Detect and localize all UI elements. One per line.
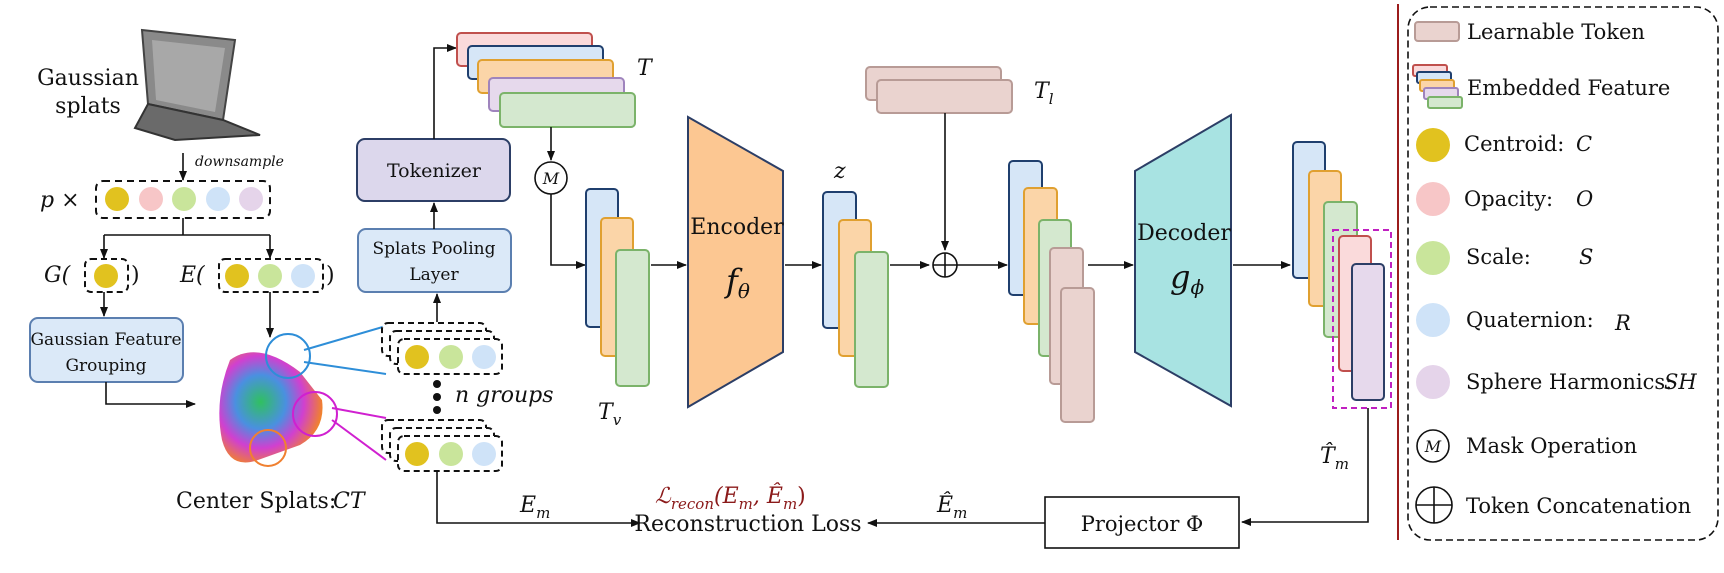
group-link-mag-1 [331, 407, 387, 419]
legend-scale-label: Scale: [1466, 245, 1531, 269]
split-connector [104, 218, 270, 236]
decoder-fn: gϕ [1170, 258, 1204, 299]
e-label: E( [179, 263, 205, 288]
Tl-token-stack [865, 66, 1013, 114]
projector-box [1044, 496, 1240, 549]
tokenizer-to-T-arrow [433, 44, 457, 139]
group-link-mag-2 [331, 419, 387, 461]
mask-to-Tv-arrow [550, 194, 586, 269]
legend-centroid-dot [1416, 128, 1450, 162]
feature-row-box [95, 180, 271, 219]
centroid-dot [105, 187, 129, 211]
e-centroid-dot [225, 264, 249, 288]
legend-quaternion-dot [1416, 303, 1450, 337]
g-centroid-dot [94, 264, 118, 288]
Tl-label: Tl [1034, 79, 1054, 108]
legend-embedded-label: Embedded Feature [1467, 76, 1670, 100]
g-box [84, 258, 129, 293]
legend-box [1407, 6, 1719, 541]
group-link-blue-1 [303, 325, 387, 351]
opacity-dot [139, 187, 163, 211]
gaussian-title-line1: Gaussian [37, 66, 139, 91]
legend-embedded-swatch [1412, 64, 1463, 109]
decoder-block [1134, 113, 1232, 408]
pooling-line2: Layer [409, 265, 459, 285]
sh-dot [239, 187, 263, 211]
concat-token-stack [1008, 160, 1095, 423]
loss-label: Reconstruction Loss [634, 512, 861, 537]
Tv-token-stack [585, 188, 650, 387]
masked-output-highlight [1332, 229, 1392, 409]
p-times-label: p × [40, 188, 80, 213]
center-splats-label: Center Splats: [176, 489, 336, 514]
grouping-line2: Grouping [65, 356, 146, 376]
T-token-stack [456, 32, 636, 128]
legend-scale-dot [1416, 241, 1450, 275]
legend-sh-dot [1416, 365, 1450, 399]
grouping-to-cloud-arrow [105, 382, 196, 408]
e-close-paren: ) [326, 263, 335, 288]
legend-quaternion-label: Quaternion: [1466, 308, 1594, 332]
n-groups-dots [433, 380, 441, 414]
z-token-stack [822, 191, 889, 388]
center-splats-cloud [219, 333, 338, 467]
gaussian-title-line2: splats [55, 94, 121, 119]
legend-opacity-dot [1416, 182, 1450, 216]
g-label: G( [44, 263, 71, 288]
grouping-line1: Gaussian Feature [30, 330, 181, 350]
legend-scale-sym: S [1579, 245, 1593, 269]
mask-symbol: M [542, 169, 560, 188]
downsample-label: downsample [195, 154, 284, 170]
T-label: T [637, 56, 654, 81]
n-groups-label: n groups [455, 383, 554, 408]
e-box [218, 258, 324, 293]
legend-concat-label: Token Concatenation [1466, 494, 1691, 518]
gaussian-splats-image [133, 28, 261, 142]
projector-label: Projector Φ [1081, 512, 1204, 536]
Em-to-loss-arrow [436, 471, 641, 527]
group-stack-bottom [381, 419, 503, 472]
legend-learnable-swatch [1414, 21, 1460, 42]
scale-dot [172, 187, 196, 211]
g-close-paren: ) [131, 263, 140, 288]
decoder-label: Decoder [1137, 221, 1231, 246]
legend-mask-label: Mask Operation [1466, 434, 1637, 458]
z-label: z [833, 159, 846, 184]
legend-mask-icon [1416, 429, 1450, 463]
Em-hat-label: Êm [936, 491, 967, 522]
quaternion-dot [206, 187, 230, 211]
encoder-label: Encoder [690, 215, 784, 240]
e-scale-dot [258, 264, 282, 288]
loss-formula: ℒrecon(Em, Êm) [655, 482, 806, 513]
pooling-line1: Splats Pooling [373, 239, 496, 259]
tokenizer-label: Tokenizer [387, 160, 482, 182]
legend-opacity-sym: O [1576, 187, 1593, 211]
legend-centroid-sym: C [1576, 132, 1592, 156]
legend-concat-icon [1415, 486, 1453, 524]
group-link-blue-2 [303, 361, 387, 375]
legend-mask-symbol: M [1424, 437, 1442, 456]
token-concat-icon [932, 252, 958, 278]
legend-centroid-label: Centroid: [1464, 132, 1564, 156]
Tv-label: Tv [598, 400, 622, 429]
legend-opacity-label: Opacity: [1464, 187, 1553, 211]
legend-sh-sym: SH [1664, 370, 1697, 394]
legend-sh-label: Sphere Harmonics: [1466, 370, 1672, 394]
Tm-hat-label: T̂m [1320, 443, 1349, 473]
e-quaternion-dot [291, 264, 315, 288]
center-splats-symbol: CT [333, 489, 367, 514]
legend-learnable-label: Learnable Token [1467, 20, 1645, 44]
output-token-stack [1292, 141, 1385, 401]
legend-quaternion-sym: R [1614, 311, 1631, 335]
group-stack-top [381, 322, 503, 375]
encoder-block [687, 115, 784, 409]
output-to-projector-arrow [1241, 408, 1369, 526]
Em-label: Em [519, 493, 550, 522]
